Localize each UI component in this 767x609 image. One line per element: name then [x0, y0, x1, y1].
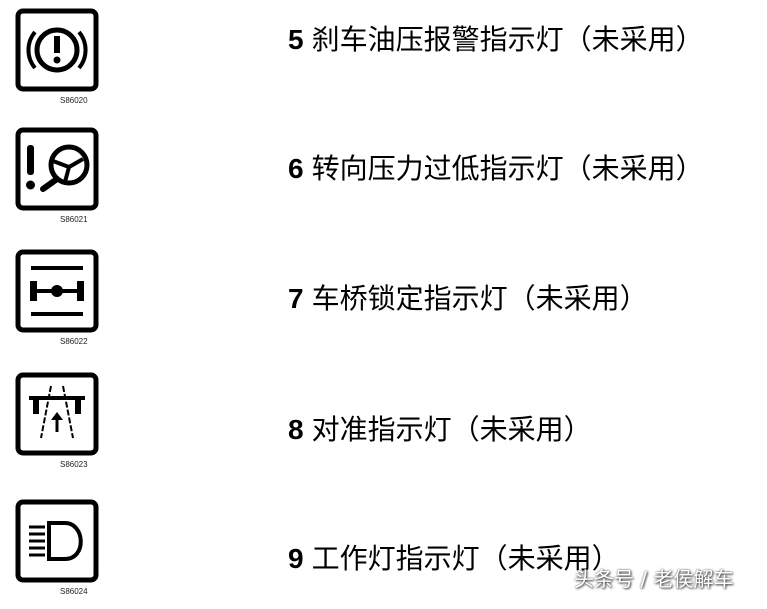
item-label: 工作灯指示灯（未采用）: [311, 542, 620, 575]
icon-code: S86024: [60, 587, 88, 596]
work-light-icon: [15, 499, 99, 583]
item-label: 刹车油压报警指示灯（未采用）: [311, 23, 704, 56]
item-number: 8: [288, 414, 304, 445]
icon-code: S86022: [60, 337, 88, 346]
item-number: 9: [288, 543, 304, 574]
item-label: 对准指示灯（未采用）: [311, 413, 592, 446]
low-steering-pressure-icon: [15, 127, 99, 211]
item-number: 6: [288, 153, 304, 184]
axle-lock-icon: [15, 249, 99, 333]
brake-pressure-warning-icon: [15, 8, 99, 92]
item-label: 车桥锁定指示灯（未采用）: [311, 282, 648, 315]
icon-code: S86021: [60, 215, 88, 224]
icon-code: S86020: [60, 96, 88, 105]
icon-code: S86023: [60, 460, 88, 469]
item-number: 7: [288, 283, 304, 314]
alignment-icon: [15, 372, 99, 456]
watermark: 头条号 / 老侯解车: [574, 567, 734, 591]
item-number: 5: [288, 24, 304, 55]
item-label: 转向压力过低指示灯（未采用）: [311, 152, 704, 185]
